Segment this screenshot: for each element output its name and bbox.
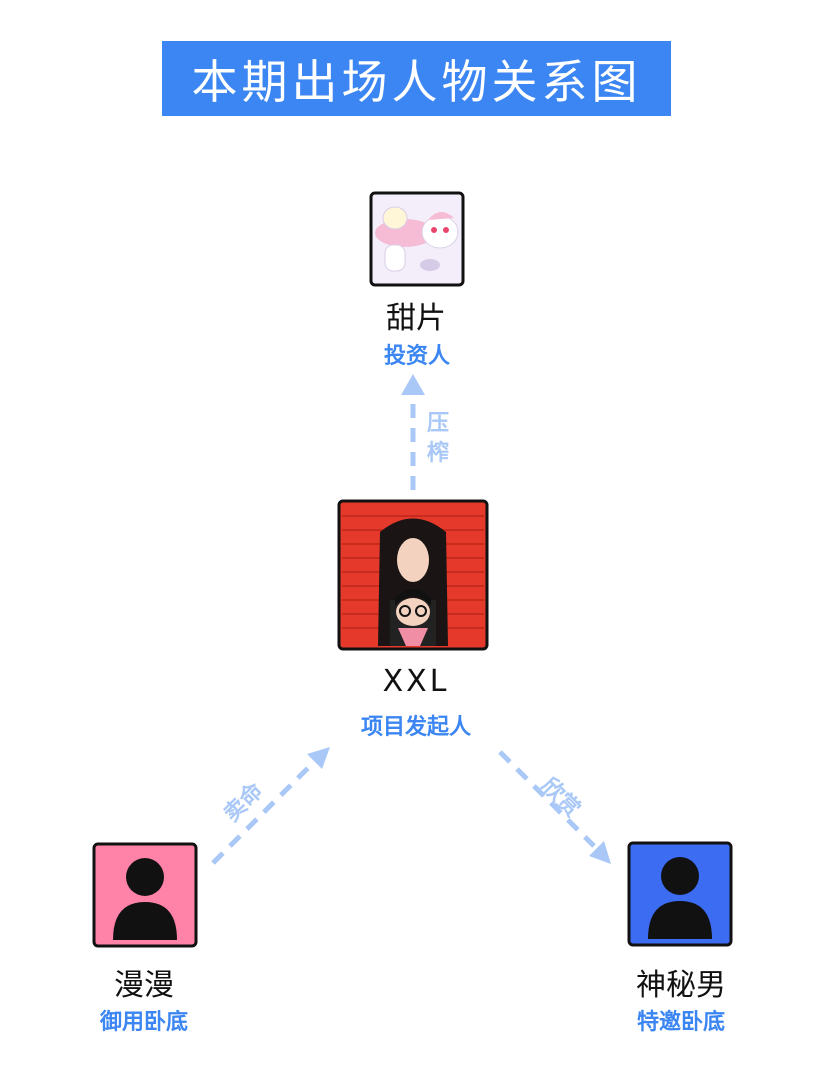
person-silhouette-icon xyxy=(648,857,712,939)
node-name-mystery: 神秘男 xyxy=(636,968,726,1003)
node-tianpian-avatar xyxy=(369,191,465,287)
title-banner: 本期出场人物关系图 xyxy=(162,41,671,116)
arrowhead-icon xyxy=(401,374,425,395)
arrowhead-icon xyxy=(589,841,611,864)
node-role-manman: 御用卧底 xyxy=(99,1010,189,1035)
node-role-tianpian: 投资人 xyxy=(383,344,451,369)
edge-xxl-to-tianpian xyxy=(401,374,425,490)
node-name-xxl: XXL xyxy=(382,664,450,699)
node-name-tianpian: 甜片 xyxy=(386,301,446,336)
person-silhouette-icon xyxy=(113,858,177,940)
arrowhead-icon xyxy=(307,747,330,769)
node-name-manman: 漫漫 xyxy=(114,968,174,1003)
edge-label-xxl-to-tianpian: 压榨 xyxy=(426,411,449,466)
edge-xxl-to-mystery xyxy=(498,750,611,864)
node-role-mystery: 特邀卧底 xyxy=(636,1010,726,1035)
page-title: 本期出场人物关系图 xyxy=(191,54,642,109)
node-manman-avatar xyxy=(92,842,198,948)
node-xxl-avatar xyxy=(337,499,489,651)
edge-manman-to-xxl xyxy=(211,747,330,865)
node-mystery-avatar xyxy=(627,841,733,947)
node-role-xxl: 项目发起人 xyxy=(360,715,472,740)
